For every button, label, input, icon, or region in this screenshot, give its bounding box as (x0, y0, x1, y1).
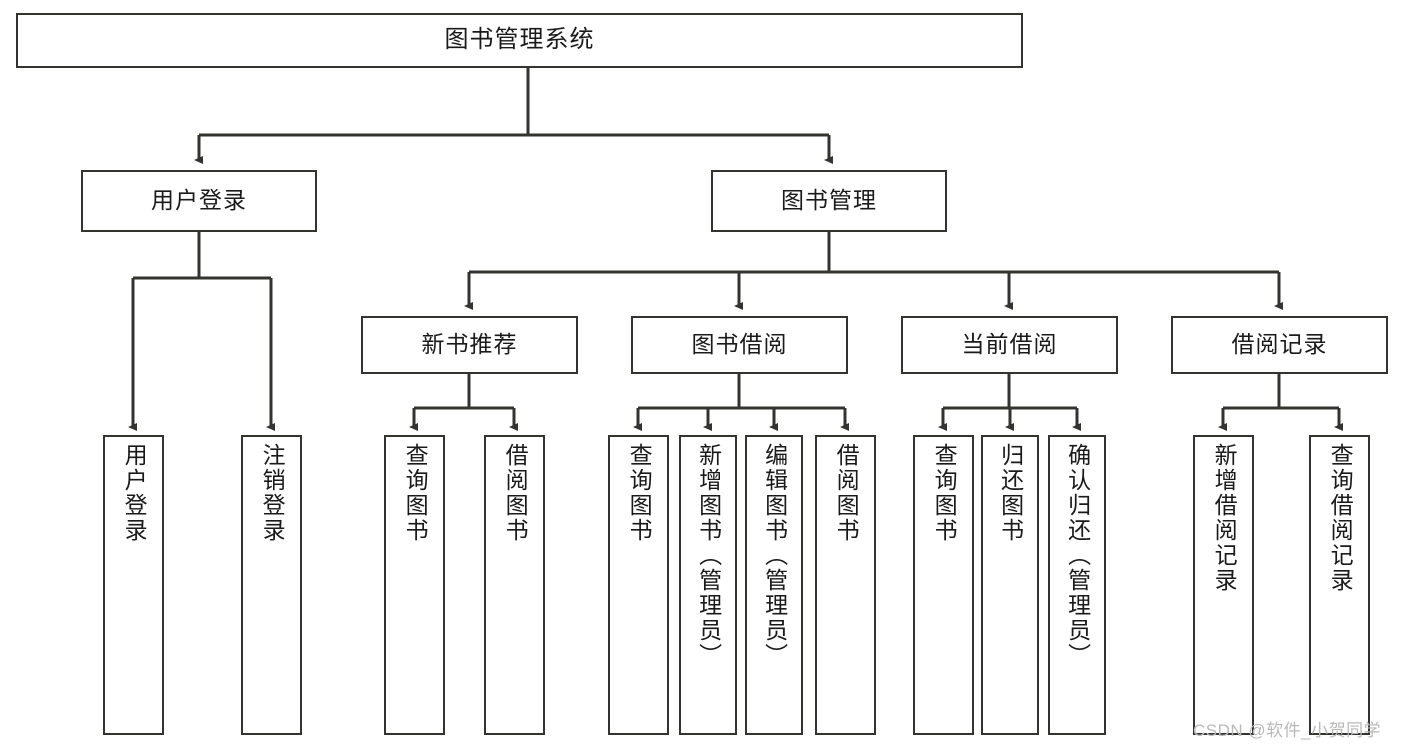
node-current-borrow[interactable]: 当前借阅 (901, 316, 1118, 374)
leaf-borrow-book-recommend[interactable]: 借阅图书 (484, 435, 545, 735)
leaf-add-book-admin[interactable]: 新增图书（管理员） (679, 435, 737, 735)
node-label: 查询借阅记录 (1327, 443, 1354, 593)
node-user-login[interactable]: 用户登录 (81, 170, 317, 232)
leaf-query-borrow-record[interactable]: 查询借阅记录 (1309, 435, 1370, 735)
leaf-return-book[interactable]: 归还图书 (981, 435, 1039, 735)
leaf-query-book-borrow[interactable]: 查询图书 (608, 435, 669, 735)
node-label: 用户登录 (151, 187, 247, 214)
node-book-management[interactable]: 图书管理 (711, 170, 947, 232)
node-label: 图书管理系统 (444, 26, 595, 54)
node-label: 确认归还（管理员） (1064, 443, 1091, 668)
node-label: 注销登录 (259, 443, 286, 543)
leaf-confirm-return-admin[interactable]: 确认归还（管理员） (1048, 435, 1106, 735)
node-root-book-management-system[interactable]: 图书管理系统 (16, 13, 1023, 68)
leaf-query-book-current[interactable]: 查询图书 (913, 435, 974, 735)
leaf-logout[interactable]: 注销登录 (241, 435, 302, 735)
leaf-borrow-book[interactable]: 借阅图书 (815, 435, 876, 735)
node-borrow-records[interactable]: 借阅记录 (1171, 316, 1388, 374)
node-label: 归还图书 (997, 443, 1024, 543)
node-label: 查询图书 (626, 443, 653, 543)
node-label: 借阅图书 (502, 443, 529, 543)
node-label: 查询图书 (931, 443, 958, 543)
node-label: 图书管理 (781, 187, 877, 214)
node-label: 新增图书（管理员） (695, 443, 722, 668)
csdn-watermark: CSDN @软件_小贺同学 (1193, 721, 1382, 740)
node-label: 新增借阅记录 (1211, 443, 1238, 593)
leaf-query-book-recommend[interactable]: 查询图书 (384, 435, 445, 735)
node-label: 当前借阅 (961, 331, 1058, 358)
leaf-add-borrow-record[interactable]: 新增借阅记录 (1193, 435, 1254, 735)
node-label: 借阅图书 (833, 443, 860, 543)
node-new-book-recommend[interactable]: 新书推荐 (361, 316, 578, 374)
node-label: 新书推荐 (421, 331, 518, 358)
node-label: 用户登录 (121, 443, 148, 543)
leaf-edit-book-admin[interactable]: 编辑图书（管理员） (745, 435, 803, 735)
node-book-borrow[interactable]: 图书借阅 (631, 316, 848, 374)
leaf-user-login[interactable]: 用户登录 (103, 435, 164, 735)
node-label: 编辑图书（管理员） (761, 443, 788, 668)
node-label: 借阅记录 (1231, 331, 1328, 358)
node-label: 查询图书 (402, 443, 429, 543)
node-label: 图书借阅 (691, 331, 788, 358)
